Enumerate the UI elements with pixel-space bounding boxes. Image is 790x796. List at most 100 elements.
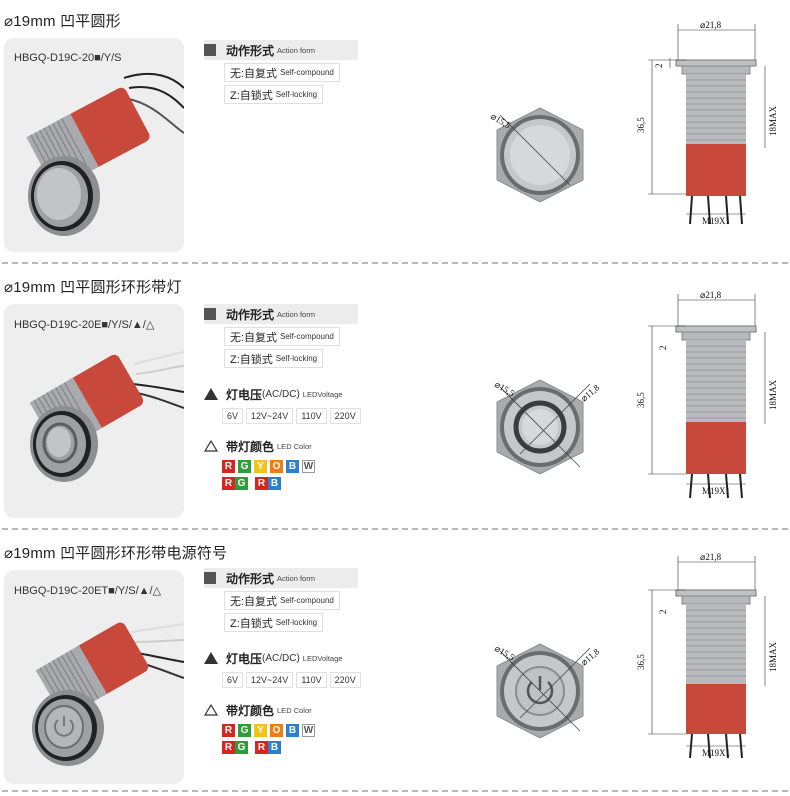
led-voltage-label: 灯电压	[226, 387, 263, 402]
front-view-drawing: ⌀15,5 ⌀11,8	[493, 379, 602, 475]
led-voltage-label: 灯电压	[226, 651, 263, 666]
total-height: 36,5	[636, 117, 646, 133]
section-divider	[2, 790, 788, 792]
section-divider	[2, 528, 788, 530]
color-chip-orange: O	[270, 724, 283, 737]
product-photo-card: HBGQ-D19C-20E■/Y/S/▲/△	[4, 304, 184, 518]
color-chip-green: G	[238, 724, 251, 737]
filled-triangle-icon	[204, 388, 218, 400]
color-chip-red: R	[222, 724, 235, 737]
led-color-label-en: LED Color	[277, 705, 312, 715]
side-view-drawing: ⌀21,8 36,5 2 18MAX M19X1	[636, 20, 778, 226]
filled-triangle-icon	[204, 652, 218, 664]
voltage-option: 110V	[296, 408, 327, 424]
section-ring-lamp: ⌀19mm 凹平圆形环形带灯 HBGQ-D19C-20E■/Y/S/▲/△	[0, 266, 790, 530]
product-photo	[29, 351, 184, 482]
action-form-label-en: Action form	[277, 45, 315, 55]
led-color-header: 带灯颜色 LED Color	[204, 436, 358, 456]
led-voltage-paren: (AC/DC)	[262, 388, 300, 400]
voltage-option: 220V	[329, 672, 361, 688]
total-height: 36,5	[636, 392, 646, 408]
section-flat-round: ⌀19mm 凹平圆形 HBGQ-D19C-20■/Y/S	[0, 0, 790, 264]
front-view-drawing: ⌀15,5	[489, 107, 584, 203]
color-chip-orange: O	[270, 460, 283, 473]
color-chip-green: G	[235, 741, 248, 754]
led-color-label: 带灯颜色	[226, 439, 275, 454]
led-color-label-en: LED Color	[277, 441, 312, 451]
square-icon	[204, 572, 216, 584]
square-icon	[204, 44, 216, 56]
voltage-option: 6V	[222, 408, 244, 424]
voltage-option: 110V	[296, 672, 327, 688]
model-code: HBGQ-D19C-20■/Y/S	[14, 52, 122, 64]
action-form-label: 动作形式	[226, 571, 275, 586]
color-chip-yellow: Y	[254, 460, 267, 473]
action-form-label: 动作形式	[226, 307, 275, 322]
color-chip-blue: B	[268, 477, 281, 490]
product-photo	[26, 72, 184, 236]
thread-spec: M19X1	[702, 486, 730, 496]
head-diameter: ⌀21,8	[700, 552, 722, 562]
product-photo-card: HBGQ-D19C-20■/Y/S	[4, 38, 184, 252]
color-chip-white: W	[302, 460, 315, 473]
action-form-header: 动作形式 Action form	[204, 304, 358, 324]
color-chip-red: R	[222, 741, 235, 754]
section-title: ⌀19mm 凹平圆形	[4, 13, 121, 30]
color-chip-red: R	[255, 477, 268, 490]
led-voltage-block: 灯电压 (AC/DC) LEDVoltage 6V 12V~24V 110V 2…	[204, 384, 361, 424]
led-color-header: 带灯颜色 LED Color	[204, 700, 358, 720]
section-title: ⌀19mm 凹平圆形环形带电源符号	[4, 545, 228, 562]
max-length: 18MAX	[768, 105, 778, 136]
outline-triangle-icon	[204, 704, 218, 716]
head-diameter: ⌀21,8	[700, 290, 722, 300]
action-form-header: 动作形式 Action form	[204, 568, 358, 588]
section-ring-power-symbol: ⌀19mm 凹平圆形环形带电源符号 HBGQ-D19C-20ET■/Y/S/▲/…	[0, 532, 790, 796]
color-chip-yellow: Y	[254, 724, 267, 737]
flange-thickness: 2	[658, 346, 668, 351]
thread-spec: M19X1	[702, 216, 730, 226]
color-chip-green: G	[235, 477, 248, 490]
led-color-label: 带灯颜色	[226, 703, 275, 718]
front-view-drawing: ⌀15,5 ⌀11,8	[493, 643, 602, 739]
action-form-label: 动作形式	[226, 43, 275, 58]
action-form-header: 动作形式 Action form	[204, 40, 358, 60]
head-diameter: ⌀21,8	[700, 20, 722, 30]
led-voltage-label-en: LEDVoltage	[302, 653, 343, 663]
outline-triangle-icon	[204, 440, 218, 452]
color-chip-green: G	[238, 460, 251, 473]
section-title: ⌀19mm 凹平圆形环形带灯	[4, 279, 182, 296]
color-chip-white: W	[302, 724, 315, 737]
side-view-drawing: ⌀21,8 36,5 2 18MAX M19X1	[636, 552, 778, 759]
ring-diameter: ⌀11,8	[579, 382, 602, 403]
action-form-label-en: Action form	[277, 573, 315, 583]
color-chip-red: R	[255, 741, 268, 754]
voltage-option: 6V	[222, 672, 244, 688]
led-voltage-block: 灯电压 (AC/DC) LEDVoltage 6V 12V~24V 110V 2…	[204, 648, 361, 688]
led-voltage-paren: (AC/DC)	[262, 652, 300, 664]
led-voltage-header: 灯电压 (AC/DC) LEDVoltage	[204, 384, 358, 404]
ring-diameter: ⌀11,8	[579, 646, 602, 667]
voltage-option: 220V	[329, 408, 361, 424]
max-length: 18MAX	[768, 641, 778, 672]
color-chip-blue: B	[268, 741, 281, 754]
model-code: HBGQ-D19C-20E■/Y/S/▲/△	[14, 319, 155, 331]
thread-spec: M19X1	[702, 748, 730, 758]
led-voltage-label-en: LEDVoltage	[302, 389, 343, 399]
led-voltage-header: 灯电压 (AC/DC) LEDVoltage	[204, 648, 358, 668]
color-chip-red: R	[222, 477, 235, 490]
square-icon	[204, 308, 216, 320]
color-chip-blue: B	[286, 724, 299, 737]
